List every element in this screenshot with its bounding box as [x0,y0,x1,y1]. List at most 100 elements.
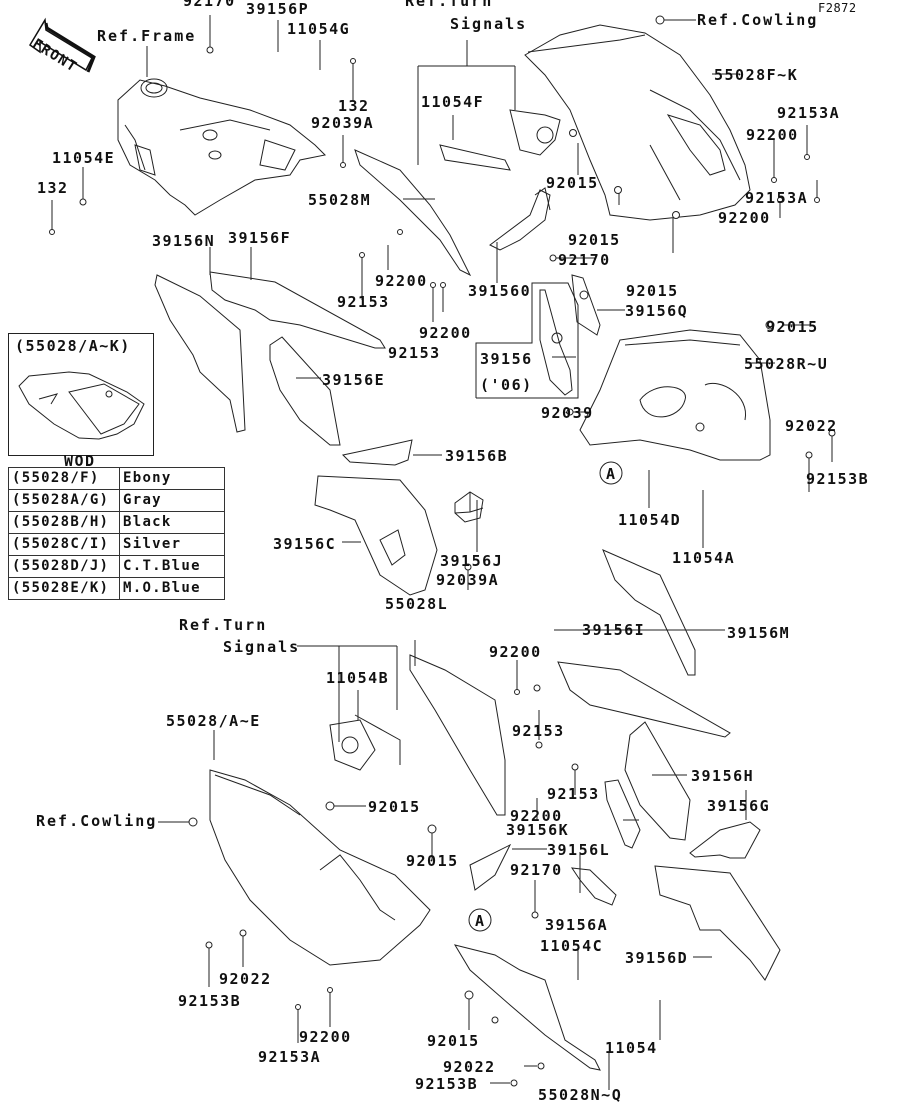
ref-turn-signals-top-label-1: Ref.Turn [405,0,494,10]
wod-title: WOD [64,452,96,470]
part-label-92200-right: 92200 [718,209,771,227]
inset-title: (55028/A~K) [15,337,131,355]
wod-color: Black [119,511,225,534]
wod-color: Silver [119,533,225,556]
wod-color: Gray [119,489,225,512]
part-label-39156d: 39156D [625,949,689,967]
part-label-92015-e: 92015 [368,798,421,816]
part-label-39156e: 39156E [322,371,386,389]
front-arrow-icon [28,17,96,73]
part-label-132-left: 132 [37,179,69,197]
part-label-92153-c: 92153 [512,722,565,740]
block-39156j-drawing [454,491,484,523]
part-label-92153b-low: 92153B [415,1075,479,1093]
part-label-39156b: 39156B [445,447,509,465]
part-label-39156g: 39156G [707,797,771,815]
wod-row: (55028E/K)M.O.Blue [8,577,225,600]
wod-code: (55028B/H) [8,511,120,534]
part-label-11054a: 11054A [672,549,736,567]
part-label-92153a-low: 92153A [258,1048,322,1066]
part-label-06-year: ('06) [480,376,533,394]
inset-cowl-drawing [18,371,145,440]
wod-code: (55028C/I) [8,533,120,556]
part-label-39156c: 39156C [273,535,337,553]
wod-code: (55028E/K) [8,577,120,600]
wod-row: (55028D/J)C.T.Blue [8,555,225,578]
part-label-39156p: 39156P [246,0,310,18]
pad-39156q-drawing [571,274,601,336]
part-label-92200-c: 92200 [489,643,542,661]
ref-turn-signals-mid-label-1: Ref.Turn [179,616,268,634]
upper-cowl-drawing [524,24,751,221]
frame-drawing [117,46,327,216]
part-label-55028a-e: 55028/A~E [166,712,261,730]
pad-39156n-drawing [154,274,246,433]
part-label-92015-d: 92015 [766,318,819,336]
part-label-11054: 11054 [605,1039,658,1057]
wod-code: (55028D/J) [8,555,120,578]
pad-39156l-drawing [469,843,512,891]
year-06-box [475,282,579,399]
ref-frame-label: Ref.Frame [97,27,197,45]
fasteners [49,15,836,1087]
part-label-39156a: 39156A [545,916,609,934]
part-label-11054e: 11054E [52,149,116,167]
part-label-11054b: 11054B [326,669,390,687]
part-label-39156k: 39156K [506,821,570,839]
part-label-39156m: 39156M [727,624,791,642]
part-label-11054d: 11054D [618,511,682,529]
part-label-391560: 391560 [468,282,532,300]
wod-color: C.T.Blue [119,555,225,578]
lower-cowl-55028a-drawing [209,769,431,966]
turn-signal-assembly-drawing [329,109,561,771]
part-label-92153b-right: 92153B [806,470,870,488]
lower-cowl-55028r-drawing [579,329,771,461]
part-label-92153-d: 92153 [547,785,600,803]
wod-code: (55028A/G) [8,489,120,512]
pad-39156g-drawing [689,821,761,859]
pad-39156h-drawing [624,721,691,841]
part-label-39156j: 39156J [440,552,504,570]
part-label-92170-low: 92170 [510,861,563,879]
part-label-92039: 92039 [541,404,594,422]
pad-39156b-drawing [341,439,413,466]
part-label-92200-e: 92200 [299,1028,352,1046]
part-label-11054g: 11054G [287,20,351,38]
part-label-39156f: 39156F [228,229,292,247]
part-label-11054c: 11054C [540,937,604,955]
lower-cowl-55028n-drawing [453,944,601,1071]
part-label-92015-a: 92015 [546,174,599,192]
part-label-39156q: 39156Q [625,302,689,320]
ref-turn-signals-top-label-2: Signals [450,15,528,33]
part-label-92039a-top: 92039A [311,114,375,132]
figure-id: F2872 [818,1,857,15]
pad-39156m-drawing [602,549,696,676]
part-label-92022-low: 92022 [443,1058,496,1076]
part-label-92015-f: 92015 [406,852,459,870]
part-label-55028f-k: 55028F~K [714,66,799,84]
wod-row: (55028C/I)Silver [8,533,225,556]
part-label-132-right: 132 [338,97,370,115]
part-label-92153a-right: 92153A [745,189,809,207]
part-label-55028l: 55028L [385,595,449,613]
ref-cowling-top-label: Ref.Cowling [697,11,819,29]
pad-39156a-drawing [570,867,617,906]
pad-39156d-drawing [654,865,781,981]
part-label-11054f: 11054F [421,93,485,111]
pad-39156k-drawing [604,779,641,849]
part-label-55028m: 55028M [308,191,372,209]
part-label-92200-d: 92200 [510,807,563,825]
part-label-92015-b: 92015 [568,231,621,249]
panel-55028m-drawing [354,149,472,277]
part-label-55028r-u: 55028R~U [744,355,829,373]
wod-color-table: (55028/F)Ebony (55028A/G)Gray (55028B/H)… [8,467,225,600]
side-cowl-55028l-drawing [409,654,506,816]
part-label-92153b-left: 92153B [178,992,242,1010]
part-label-92039a-mid: 92039A [436,571,500,589]
wod-row: (55028/F)Ebony [8,467,225,490]
part-label-39156i: 39156I [582,621,646,639]
part-label-92153a-top: 92153A [777,104,841,122]
wod-row: (55028B/H)Black [8,511,225,534]
part-label-92022-left: 92022 [219,970,272,988]
wod-color: M.O.Blue [119,577,225,600]
